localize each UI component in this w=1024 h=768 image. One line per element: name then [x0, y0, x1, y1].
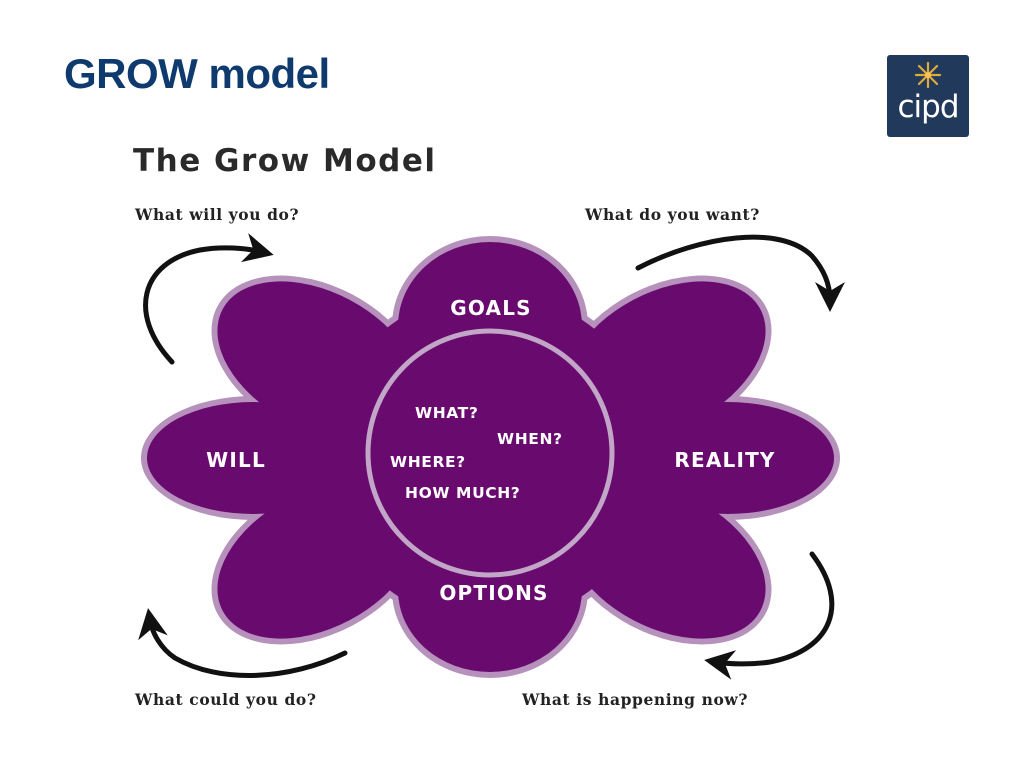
petal-label-goals: GOALS: [450, 296, 532, 320]
center-word-how-much: HOW MUCH?: [405, 484, 520, 502]
petal-label-reality: REALITY: [674, 448, 775, 472]
arrow-top-left: [143, 233, 274, 365]
petal-label-will: WILL: [206, 448, 266, 472]
question-bottom-right: What is happening now?: [522, 690, 749, 709]
question-bottom-left: What could you do?: [135, 690, 317, 709]
cipd-logo: cipd: [887, 55, 969, 137]
logo-text: cipd: [897, 89, 959, 125]
diagram-title: The Grow Model: [133, 143, 437, 179]
center-word-when: WHEN?: [497, 430, 563, 448]
question-top-left: What will you do?: [135, 205, 300, 224]
petal-reality: [622, 402, 834, 514]
question-top-right: What do you want?: [585, 205, 760, 224]
star-icon: [914, 61, 942, 89]
arrow-bottom-left: [138, 608, 348, 678]
arrow-top-right: [635, 234, 845, 312]
center-ring: [365, 328, 615, 578]
petal-label-options: OPTIONS: [439, 581, 548, 605]
arrow-bottom-right: [704, 551, 835, 680]
slide-title: GROW model: [64, 50, 330, 97]
center-word-where: WHERE?: [390, 453, 466, 471]
petal-will: [147, 402, 359, 514]
center-word-what: WHAT?: [415, 404, 478, 422]
